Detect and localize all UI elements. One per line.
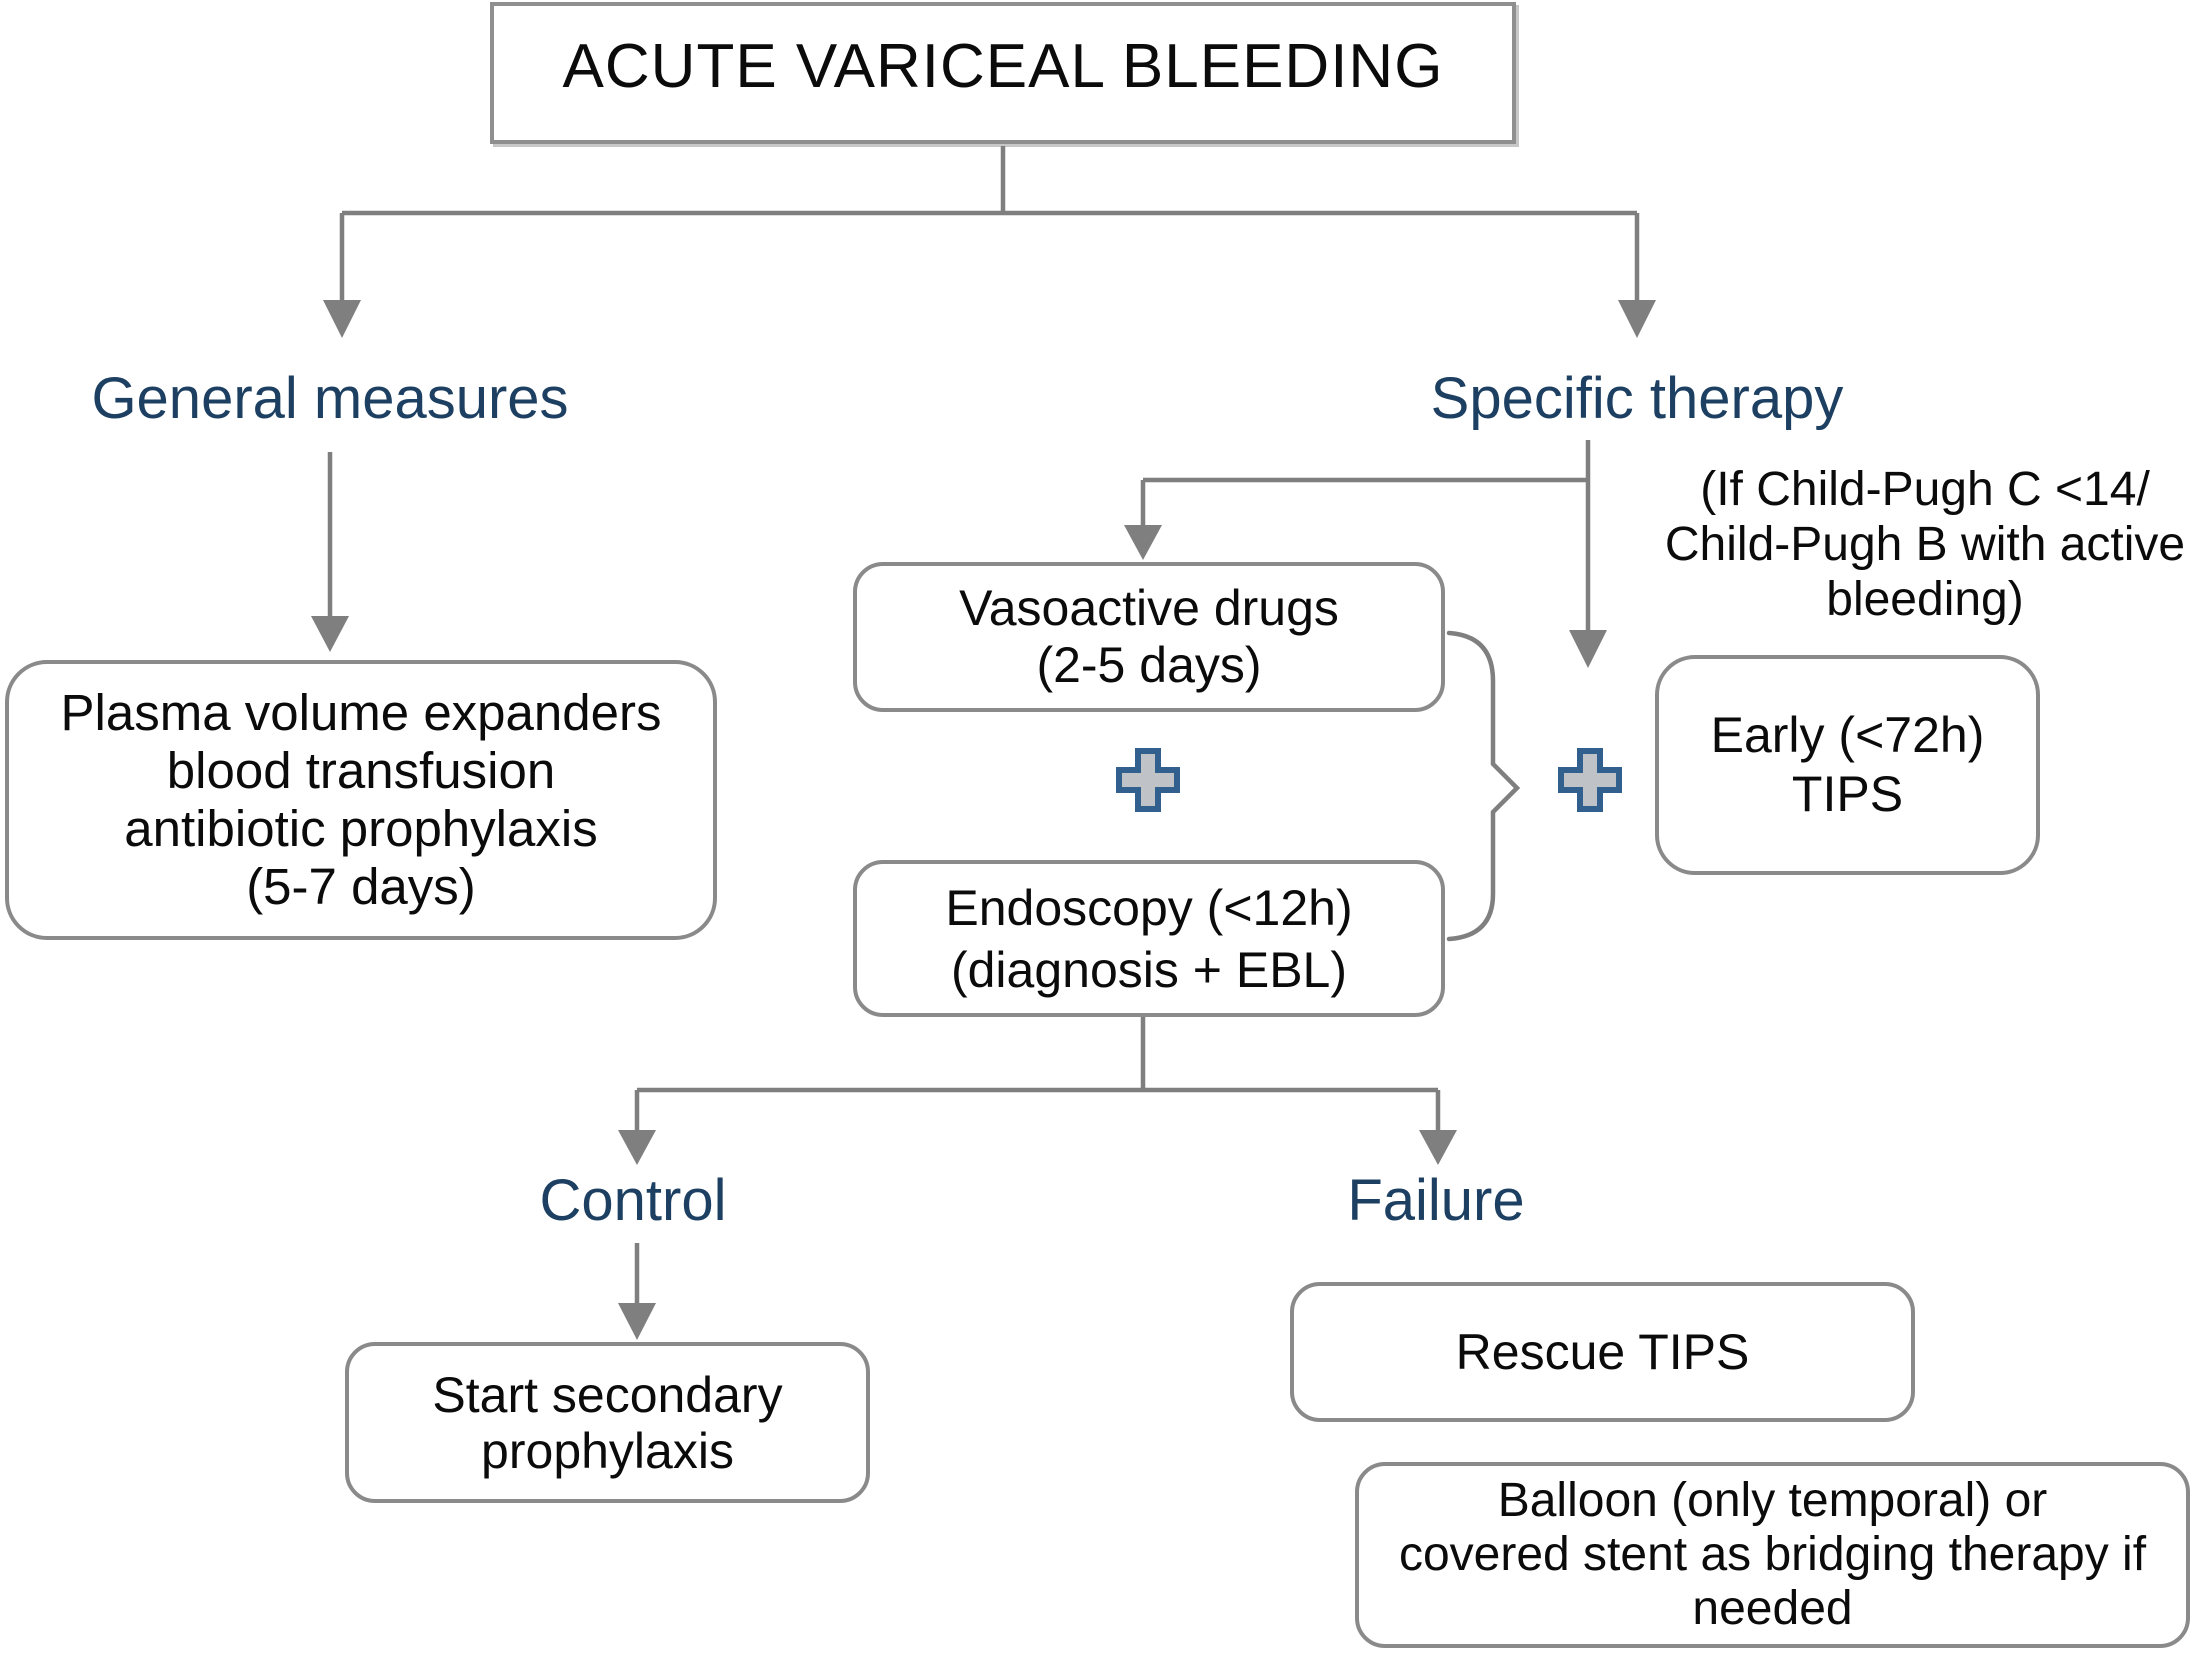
rescue-tips-node: Rescue TIPS (1290, 1282, 1915, 1422)
child-pugh-line-1: (If Child-Pugh C <14/ (1700, 463, 2150, 516)
plasma-line-4: (5-7 days) (246, 858, 476, 915)
endoscopy-node: Endoscopy (<12h) (diagnosis + EBL) (853, 860, 1445, 1017)
vasoactive-line-1: Vasoactive drugs (959, 580, 1339, 636)
plasma-line-3: antibiotic prophylaxis (124, 800, 598, 857)
brace-icon (1446, 630, 1521, 942)
control-label: Control (539, 1168, 727, 1233)
plasma-volume-node: Plasma volume expanders blood transfusio… (5, 660, 717, 940)
general-measures-arrowhead-icon (311, 616, 349, 652)
child-pugh-line-3: bleeding) (1826, 573, 2024, 626)
vasoactive-drugs-node: Vasoactive drugs (2-5 days) (853, 562, 1445, 712)
plus-icon (1558, 748, 1622, 812)
control-branch-arrowhead-icon (618, 1130, 656, 1165)
plasma-line-2: blood transfusion (166, 742, 556, 799)
balloon-line-3: needed (1692, 1582, 1853, 1635)
endoscopy-line-1: Endoscopy (<12h) (945, 879, 1353, 936)
specific-therapy-label: Specific therapy (1430, 366, 1844, 431)
general-branch-arrowhead-icon (323, 300, 361, 338)
start-secondary-line-2: prophylaxis (481, 1422, 734, 1479)
early-tips-line-2: TIPS (1791, 766, 1904, 822)
control-arrowhead-icon (618, 1303, 656, 1340)
child-pugh-line-2: Child-Pugh B with active (1664, 518, 2186, 571)
plus-icon (1116, 748, 1180, 812)
balloon-line-1: Balloon (only temporal) or (1497, 1474, 2048, 1527)
early-tips-node: Early (<72h) TIPS (1655, 655, 2040, 875)
start-secondary-line-1: Start secondary (432, 1366, 783, 1423)
vasoactive-line-2: (2-5 days) (1036, 637, 1262, 693)
early-tips-line-1: Early (<72h) (1710, 707, 1985, 763)
vasoactive-arrowhead-icon (1124, 525, 1162, 560)
rescue-tips-line-1: Rescue TIPS (1455, 1324, 1750, 1380)
failure-branch-arrowhead-icon (1419, 1130, 1457, 1165)
specific-branch-arrowhead-icon (1618, 300, 1656, 338)
start-secondary-prophylaxis-node: Start secondary prophylaxis (345, 1342, 870, 1503)
page-title: ACUTE VARICEAL BLEEDING (562, 31, 1444, 101)
child-pugh-annotation: (If Child-Pugh C <14/ Child-Pugh B with … (1625, 462, 2205, 627)
title-box: ACUTE VARICEAL BLEEDING (490, 2, 1516, 144)
endoscopy-line-2: (diagnosis + EBL) (950, 941, 1348, 998)
early-tips-arrowhead-icon (1569, 630, 1607, 668)
failure-label: Failure (1347, 1168, 1525, 1233)
plasma-line-1: Plasma volume expanders (60, 684, 662, 741)
balloon-bridging-node: Balloon (only temporal) or covered stent… (1355, 1462, 2190, 1648)
balloon-line-2: covered stent as bridging therapy if (1398, 1528, 2147, 1581)
general-measures-label: General measures (91, 366, 569, 431)
